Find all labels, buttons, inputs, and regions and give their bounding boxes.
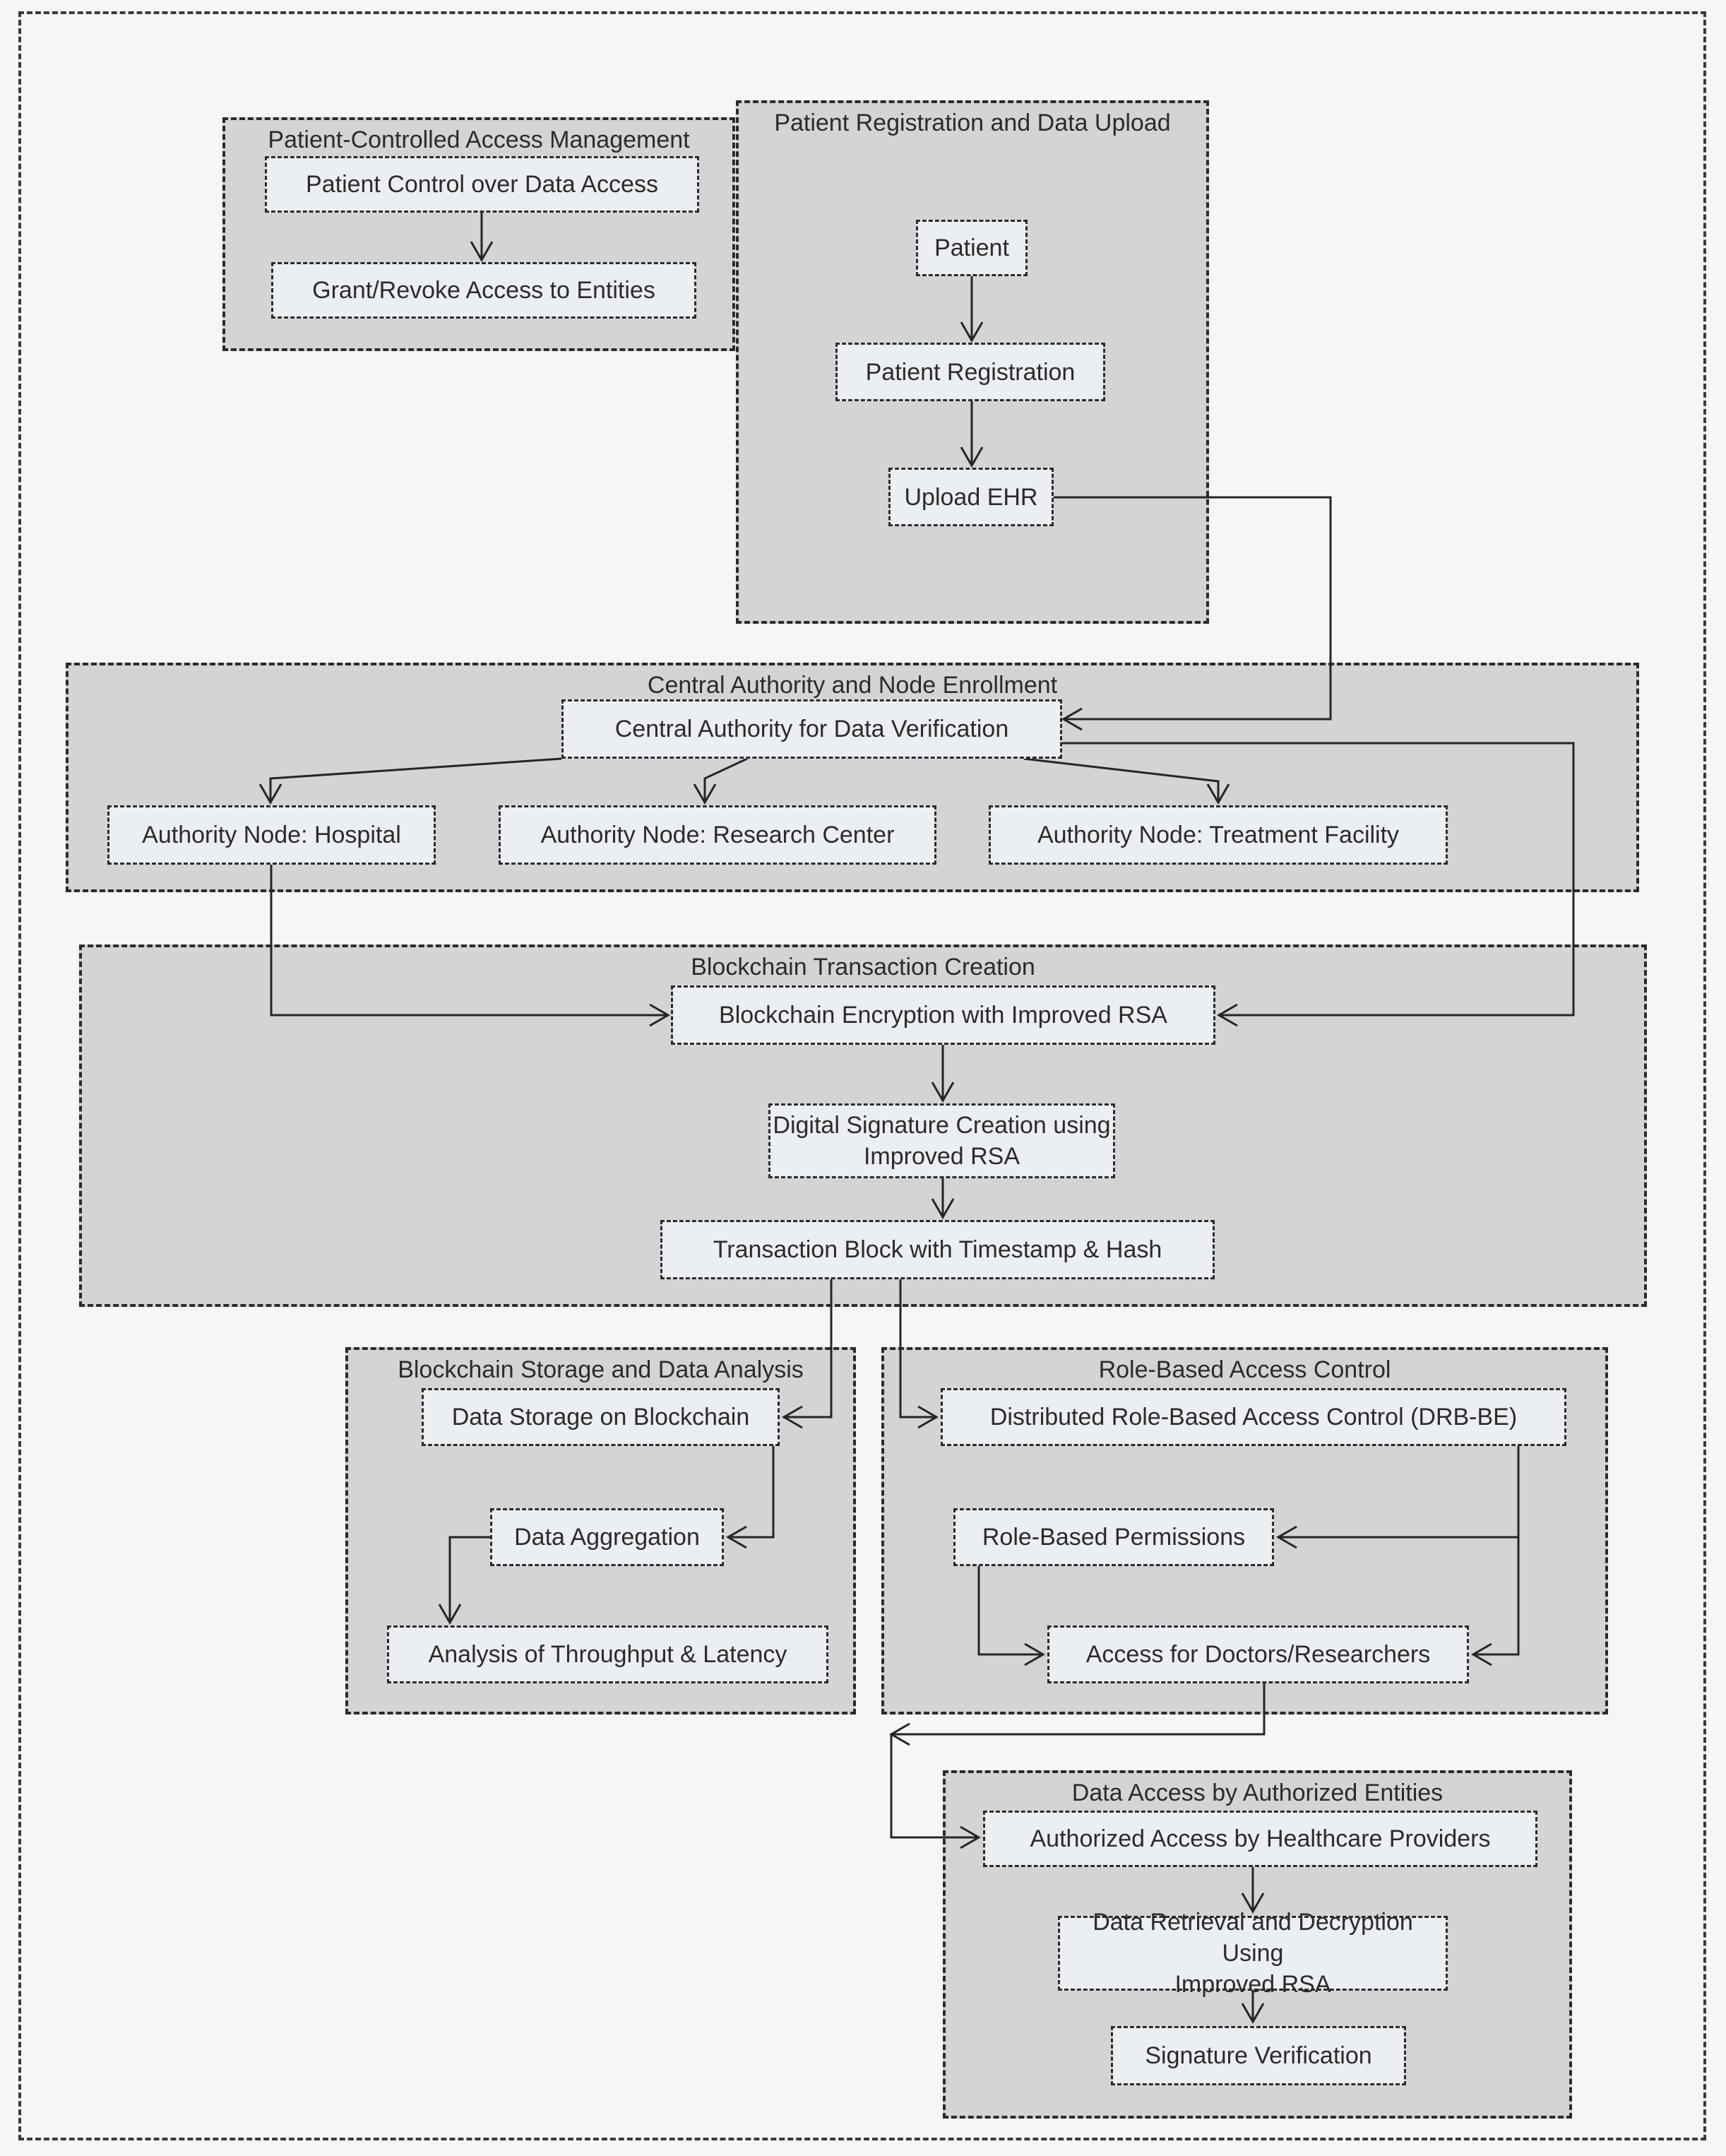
node-label: Authorized Access by Healthcare Provider… <box>1030 1825 1491 1852</box>
node-authority-hospital: Authority Node: Hospital <box>107 805 436 865</box>
cluster-title-blockchain-transaction-creation: Blockchain Transaction Creation <box>691 954 1035 981</box>
node-label: Access for Doctors/Researchers <box>1085 1641 1431 1668</box>
node-label: Blockchain Encryption with Improved RSA <box>719 1002 1167 1029</box>
cluster-title-central-authority-and-node-enrollment: Central Authority and Node Enrollment <box>647 672 1058 699</box>
node-access-for-doctors-researchers: Access for Doctors/Researchers <box>1047 1625 1469 1683</box>
node-label: Patient Control over Data Access <box>306 171 658 198</box>
node-authority-treatment-facility: Authority Node: Treatment Facility <box>989 805 1448 865</box>
node-blockchain-encryption: Blockchain Encryption with Improved RSA <box>671 985 1215 1045</box>
cluster-title-patient-registration-and-data-upload: Patient Registration and Data Upload <box>774 109 1171 136</box>
node-label: Role-Based Permissions <box>982 1524 1246 1551</box>
node-label: Data Storage on Blockchain <box>451 1404 750 1431</box>
node-label: Patient <box>934 235 1009 261</box>
node-authority-research-center: Authority Node: Research Center <box>499 805 936 865</box>
node-label: Distributed Role-Based Access Control (D… <box>989 1404 1518 1431</box>
cluster-title-data-access-by-authorized-entities: Data Access by Authorized Entities <box>1071 1779 1444 1806</box>
node-label: Authority Node: Treatment Facility <box>1037 822 1400 848</box>
node-upload-ehr: Upload EHR <box>888 468 1054 526</box>
node-role-based-permissions: Role-Based Permissions <box>953 1508 1274 1566</box>
cluster-title-blockchain-storage-and-data-analysis: Blockchain Storage and Data Analysis <box>398 1356 804 1383</box>
node-label: Data Aggregation <box>514 1524 700 1551</box>
node-transaction-block: Transaction Block with Timestamp & Hash <box>660 1220 1215 1279</box>
node-patient-registration: Patient Registration <box>835 343 1105 401</box>
node-data-aggregation: Data Aggregation <box>490 1508 724 1566</box>
node-grant-revoke-access: Grant/Revoke Access to Entities <box>271 262 696 319</box>
node-data-retrieval-decryption: Data Retrieval and Decryption Using Impr… <box>1058 1909 1448 1998</box>
page-outer-border <box>18 11 1706 2140</box>
cluster-title-patient-controlled-access-management: Patient-Controlled Access Management <box>268 126 690 153</box>
node-data-storage-on-blockchain: Data Storage on Blockchain <box>422 1388 780 1446</box>
node-label: Authority Node: Hospital <box>142 822 401 848</box>
node-label: Signature Verification <box>1145 2042 1372 2069</box>
node-label: Digital Signature Creation using Improve… <box>773 1112 1111 1170</box>
node-central-authority: Central Authority for Data Verification <box>561 699 1062 759</box>
node-patient: Patient <box>916 220 1028 276</box>
node-label: Data Retrieval and Decryption Using Impr… <box>1093 1909 1413 1998</box>
node-analysis-throughput-latency: Analysis of Throughput & Latency <box>387 1625 828 1683</box>
node-label: Central Authority for Data Verification <box>614 716 1009 742</box>
node-label: Analysis of Throughput & Latency <box>428 1641 787 1668</box>
node-digital-signature-creation: Digital Signature Creation using Improve… <box>768 1103 1115 1178</box>
node-label: Authority Node: Research Center <box>540 822 895 848</box>
cluster-title-role-based-access-control: Role-Based Access Control <box>1098 1356 1391 1383</box>
node-label: Upload EHR <box>904 483 1038 511</box>
node-patient-control-over-data-access: Patient Control over Data Access <box>265 156 699 213</box>
node-label: Grant/Revoke Access to Entities <box>312 277 655 304</box>
node-label: Transaction Block with Timestamp & Hash <box>713 1236 1162 1263</box>
node-signature-verification: Signature Verification <box>1111 2026 1406 2085</box>
node-authorized-access-healthcare: Authorized Access by Healthcare Provider… <box>983 1811 1537 1867</box>
node-label: Patient Registration <box>865 358 1076 386</box>
node-drbbe: Distributed Role-Based Access Control (D… <box>941 1388 1566 1446</box>
